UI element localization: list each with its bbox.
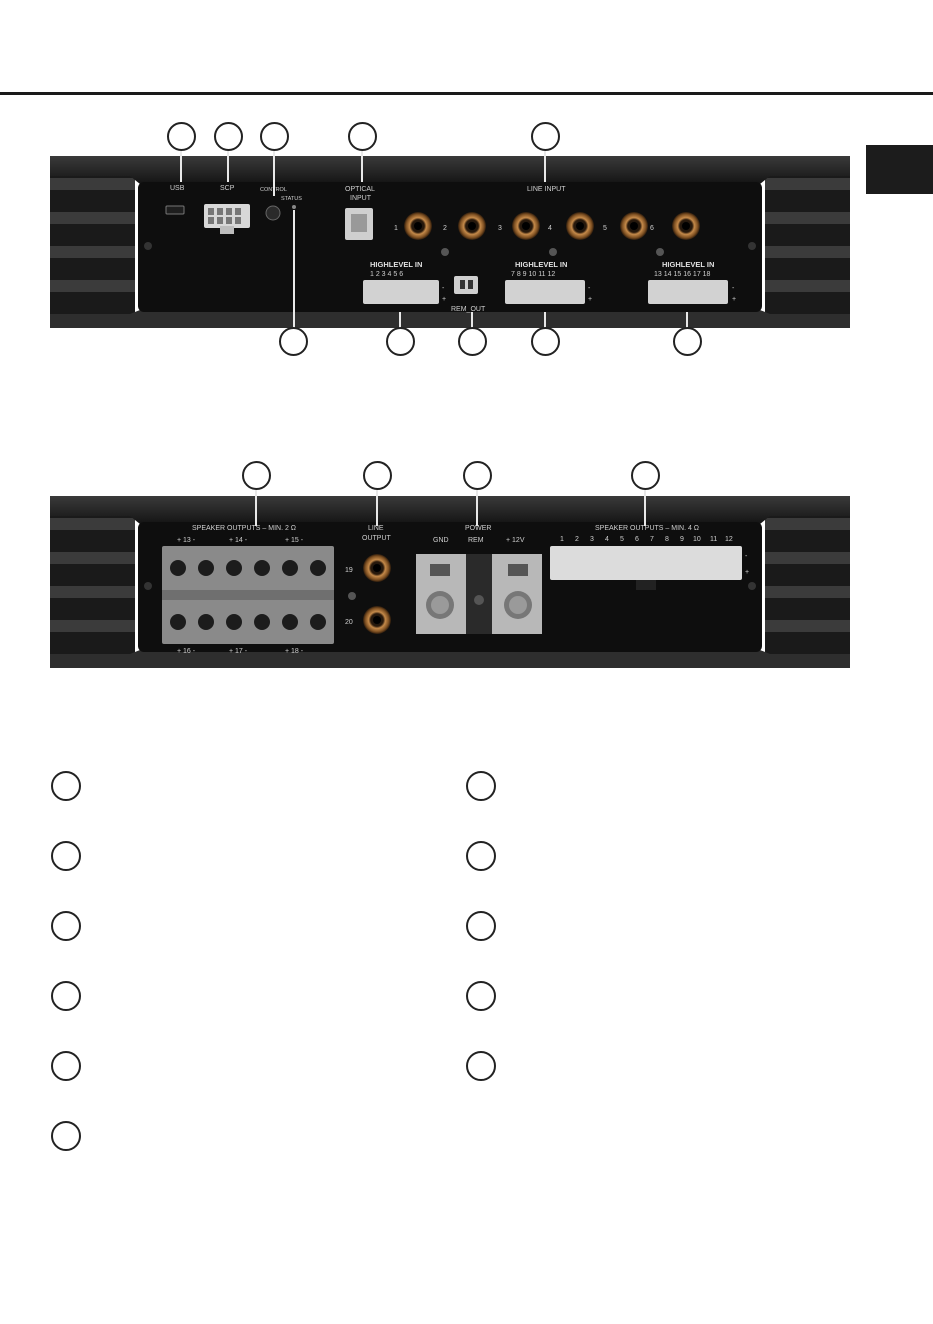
- ch4-num-1: 1: [560, 536, 564, 543]
- ch4-num-6: 6: [635, 536, 639, 543]
- callout-circle: [673, 327, 702, 356]
- hl2-plus: +: [588, 296, 592, 303]
- legend-circle: [51, 1051, 81, 1081]
- amplifier-output-panel-graphic: SPEAKER OUTPUTS – MIN. 2 Ω + 13 - + 14 -…: [50, 496, 850, 668]
- callout-circle: [242, 461, 271, 490]
- control-jack: [265, 205, 281, 221]
- rca-number-2: 2: [443, 225, 447, 232]
- speaker-outputs-4ohm-label: SPEAKER OUTPUTS – MIN. 4 Ω: [595, 525, 699, 532]
- top-callout-lines: [180, 150, 688, 328]
- rca-input-group: [404, 212, 700, 240]
- amplifier-output-panel: SPEAKER OUTPUTS – MIN. 2 Ω + 13 - + 14 -…: [40, 490, 860, 675]
- usb-port: [165, 205, 185, 215]
- legend-circle: [466, 841, 496, 871]
- callout-circle: [631, 461, 660, 490]
- ch16-label: + 16 -: [177, 648, 196, 655]
- ch4-num-3: 3: [590, 536, 594, 543]
- plus12v-label: + 12V: [506, 537, 525, 544]
- callout-circle: [348, 122, 377, 151]
- legend-circle: [51, 911, 81, 941]
- ch18-label: + 18 -: [285, 648, 304, 655]
- hl1-minus: -: [442, 285, 445, 292]
- ch4-num-10: 10: [693, 536, 701, 543]
- callout-circle: [531, 327, 560, 356]
- scp-label: SCP: [220, 185, 235, 192]
- highlevel-in-3-connector: [648, 280, 728, 304]
- line-output-label-2: OUTPUT: [362, 535, 392, 542]
- bottom-callout-lines: [255, 488, 646, 526]
- hl2-minus: -: [588, 285, 591, 292]
- status-label: STATUS: [281, 196, 302, 202]
- hl1-plus: +: [442, 296, 446, 303]
- legend-circle: [51, 981, 81, 1011]
- usb-label: USB: [170, 185, 185, 192]
- callout-circle: [458, 327, 487, 356]
- highlevel-in-3-nums: 13 14 15 16 17 18: [654, 271, 711, 278]
- line-input-label: LINE INPUT: [527, 186, 566, 193]
- status-led: [292, 205, 296, 209]
- ch4-num-8: 8: [665, 536, 669, 543]
- rca-number-4: 4: [548, 225, 552, 232]
- hl3-plus: +: [732, 296, 736, 303]
- rca-19-label: 19: [345, 567, 353, 574]
- callout-circle: [531, 122, 560, 151]
- callout-circle: [260, 122, 289, 151]
- rca-number-3: 3: [498, 225, 502, 232]
- ch4-num-5: 5: [620, 536, 624, 543]
- optical-label-1: OPTICAL: [345, 186, 375, 193]
- callout-circle: [386, 327, 415, 356]
- callout-circle: [463, 461, 492, 490]
- speaker-4ohm-connector: [550, 546, 742, 580]
- optical-label-2: INPUT: [350, 195, 372, 202]
- legend-circle: [466, 771, 496, 801]
- highlevel-in-2-connector: [505, 280, 585, 304]
- rem-label: REM: [468, 537, 484, 544]
- highlevel-in-2-nums: 7 8 9 10 11 12: [511, 271, 555, 278]
- highlevel-in-1-nums: 1 2 3 4 5 6: [370, 271, 403, 278]
- rem-out-label: REM_OUT: [451, 306, 486, 313]
- rca-number-1: 1: [394, 225, 398, 232]
- legend-circle: [51, 1121, 81, 1151]
- speaker-outputs-2ohm-label: SPEAKER OUTPUTS – MIN. 2 Ω: [192, 525, 296, 532]
- hl3-minus: -: [732, 285, 735, 292]
- ch4-num-7: 7: [650, 536, 654, 543]
- ch4-num-11: 11: [710, 536, 717, 543]
- rca-number-5: 5: [603, 225, 607, 232]
- power-label: POWER: [465, 525, 491, 532]
- sp4-plus: +: [745, 569, 749, 576]
- sp4-minus: -: [745, 553, 748, 560]
- legend-circle: [466, 1051, 496, 1081]
- highlevel-in-1-label: HIGHLEVEL IN: [370, 260, 422, 269]
- legend-circle: [466, 911, 496, 941]
- ch15-label: + 15 -: [285, 537, 304, 544]
- ch13-label: + 13 -: [177, 537, 196, 544]
- callout-circle: [167, 122, 196, 151]
- highlevel-in-1-connector: [363, 280, 439, 304]
- ch4-num-12: 12: [725, 536, 733, 543]
- ch4-num-2: 2: [575, 536, 579, 543]
- rca-20-label: 20: [345, 619, 353, 626]
- rca-number-6: 6: [650, 225, 654, 232]
- callout-circle: [279, 327, 308, 356]
- legend-circle: [51, 841, 81, 871]
- header-rule: [0, 92, 933, 95]
- legend-circle: [466, 981, 496, 1011]
- ch17-label: + 17 -: [229, 648, 248, 655]
- legend-circle: [51, 771, 81, 801]
- section-tab-marker: [866, 145, 933, 194]
- ch14-label: + 14 -: [229, 537, 248, 544]
- ch4-num-9: 9: [680, 536, 684, 543]
- highlevel-in-3-label: HIGHLEVEL IN: [662, 260, 714, 269]
- ch4-num-4: 4: [605, 536, 609, 543]
- callout-circle: [214, 122, 243, 151]
- gnd-label: GND: [433, 537, 449, 544]
- callout-circle: [363, 461, 392, 490]
- highlevel-in-2-label: HIGHLEVEL IN: [515, 260, 567, 269]
- line-output-label-1: LINE: [368, 525, 384, 532]
